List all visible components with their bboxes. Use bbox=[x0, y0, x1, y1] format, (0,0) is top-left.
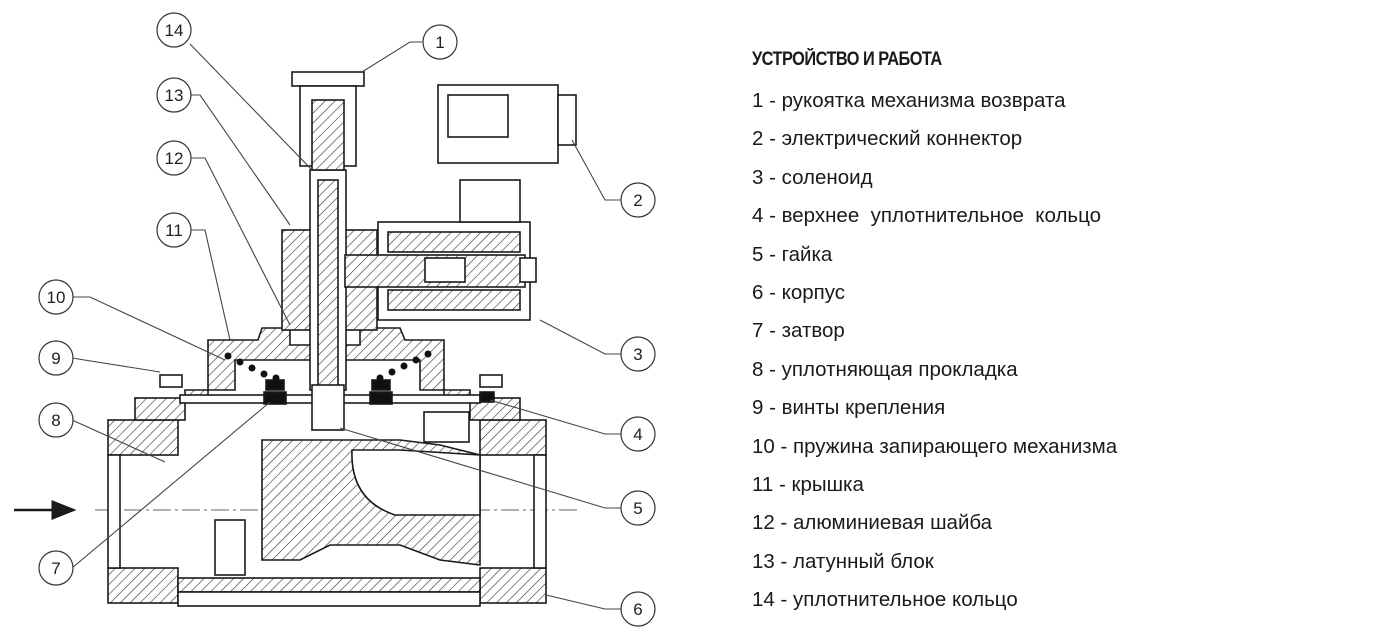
callout-label: 2 bbox=[633, 191, 642, 210]
legend-item: 9 - винты крепления bbox=[752, 396, 946, 420]
callout-label: 8 bbox=[51, 411, 60, 430]
legend-item: 14 - уплотнительное кольцо bbox=[752, 588, 1018, 612]
valve-cross-section-diagram: 1 14 13 12 11 10 9 8 7 2 3 4 bbox=[14, 12, 656, 627]
callout-12: 12 bbox=[156, 140, 192, 176]
callout-label: 10 bbox=[47, 288, 66, 307]
callout-label: 4 bbox=[633, 425, 642, 444]
valve-body bbox=[107, 71, 577, 607]
callout-5: 5 bbox=[620, 490, 656, 526]
legend-item: 8 - уплотняющая прокладка bbox=[752, 357, 1018, 381]
callout-1: 1 bbox=[422, 24, 458, 60]
leader-lines bbox=[71, 41, 622, 610]
callout-14: 14 bbox=[156, 12, 192, 48]
legend-item: 7 - затвор bbox=[752, 319, 845, 343]
legend-item: 5 - гайка bbox=[752, 242, 833, 266]
legend-item: 13 - латунный блок bbox=[752, 549, 934, 573]
callout-label: 6 bbox=[633, 600, 642, 619]
callout-label: 14 bbox=[165, 21, 184, 40]
callout-2: 2 bbox=[620, 182, 656, 218]
callout-13: 13 bbox=[156, 77, 192, 113]
callout-label: 11 bbox=[165, 221, 183, 240]
callout-11: 11 bbox=[156, 212, 192, 248]
callout-label: 3 bbox=[633, 345, 642, 364]
callout-label: 12 bbox=[165, 149, 184, 168]
legend-item: 4 - верхнее уплотнительное кольцо bbox=[752, 204, 1102, 228]
legend-title: УСТРОЙСТВО И РАБОТА bbox=[752, 49, 942, 70]
legend-item: 6 - корпус bbox=[752, 280, 845, 304]
legend-item: 10 - пружина запирающего механизма bbox=[752, 434, 1118, 458]
callout-6: 6 bbox=[620, 591, 656, 627]
callout-label: 1 bbox=[435, 33, 444, 52]
legend: УСТРОЙСТВО И РАБОТА 1 - рукоятка механиз… bbox=[752, 44, 1372, 619]
legend-item: 12 - алюминиевая шайба bbox=[752, 511, 993, 535]
legend-item: 11 - крышка bbox=[752, 472, 864, 496]
callout-label: 7 bbox=[51, 559, 60, 578]
callout-3: 3 bbox=[620, 336, 656, 372]
callout-7: 7 bbox=[38, 550, 74, 586]
callout-label: 9 bbox=[51, 349, 60, 368]
legend-item: 3 - соленоид bbox=[752, 165, 873, 189]
callout-10: 10 bbox=[38, 279, 74, 315]
legend-item: 2 - электрический коннектор bbox=[752, 127, 1023, 151]
callout-9: 9 bbox=[38, 340, 74, 376]
legend-item: 1 - рукоятка механизма возврата bbox=[752, 89, 1066, 112]
callout-label: 5 bbox=[633, 499, 642, 518]
callout-label: 13 bbox=[165, 86, 184, 105]
callout-4: 4 bbox=[620, 416, 656, 452]
spring-coils bbox=[224, 350, 432, 382]
callout-8: 8 bbox=[38, 402, 74, 438]
